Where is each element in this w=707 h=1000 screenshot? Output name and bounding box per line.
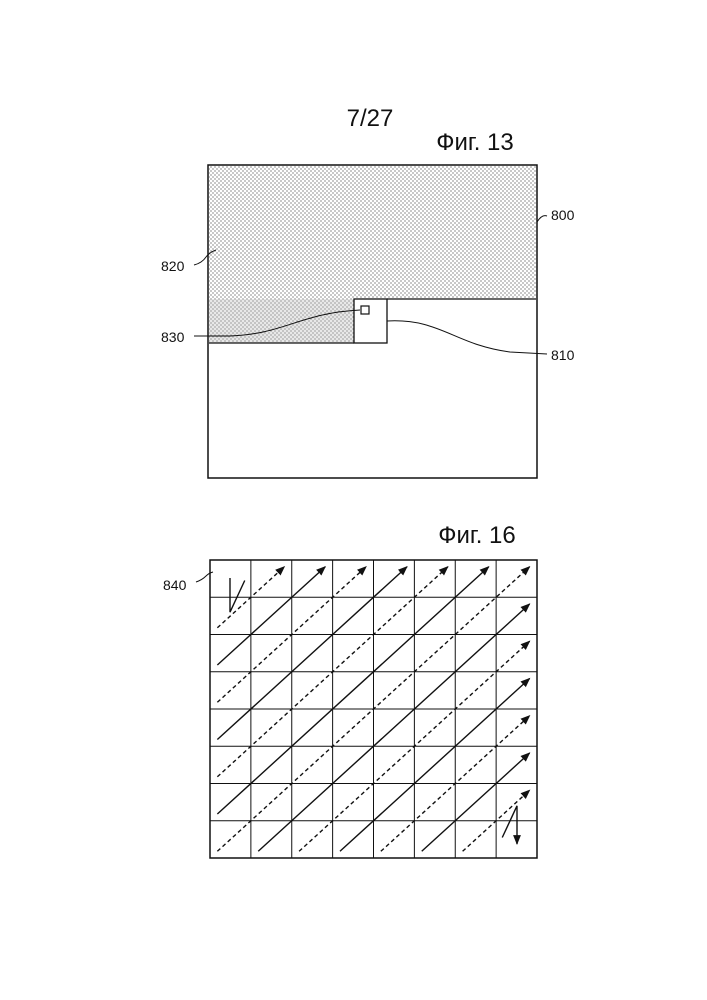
- label-820: 820: [161, 258, 185, 274]
- subblock-830: [361, 306, 369, 314]
- scan-end-arrow: [502, 806, 517, 844]
- fig16-title: Фиг. 16: [438, 522, 516, 549]
- label-840: 840: [163, 577, 187, 593]
- scan-arrow-solid: [217, 567, 325, 665]
- figure-16: Фиг. 16 840: [163, 522, 537, 858]
- scan-start-arrow: [230, 578, 245, 612]
- sheet-number: 7/27: [347, 105, 394, 132]
- label-830: 830: [161, 329, 185, 345]
- scan-arrow-solid: [217, 567, 488, 814]
- scan-arrow-solid: [258, 604, 529, 851]
- leader-800: [537, 216, 547, 222]
- label-800: 800: [551, 207, 575, 223]
- scan-arrow-solid: [217, 567, 407, 740]
- label-810: 810: [551, 347, 575, 363]
- scan-arrow-solid: [422, 753, 530, 851]
- fig13-title: Фиг. 13: [436, 129, 514, 156]
- block-810: [354, 299, 387, 343]
- figure-13: Фиг. 13 800 820 830 810: [161, 129, 575, 478]
- scan-arrow-solid: [340, 678, 530, 851]
